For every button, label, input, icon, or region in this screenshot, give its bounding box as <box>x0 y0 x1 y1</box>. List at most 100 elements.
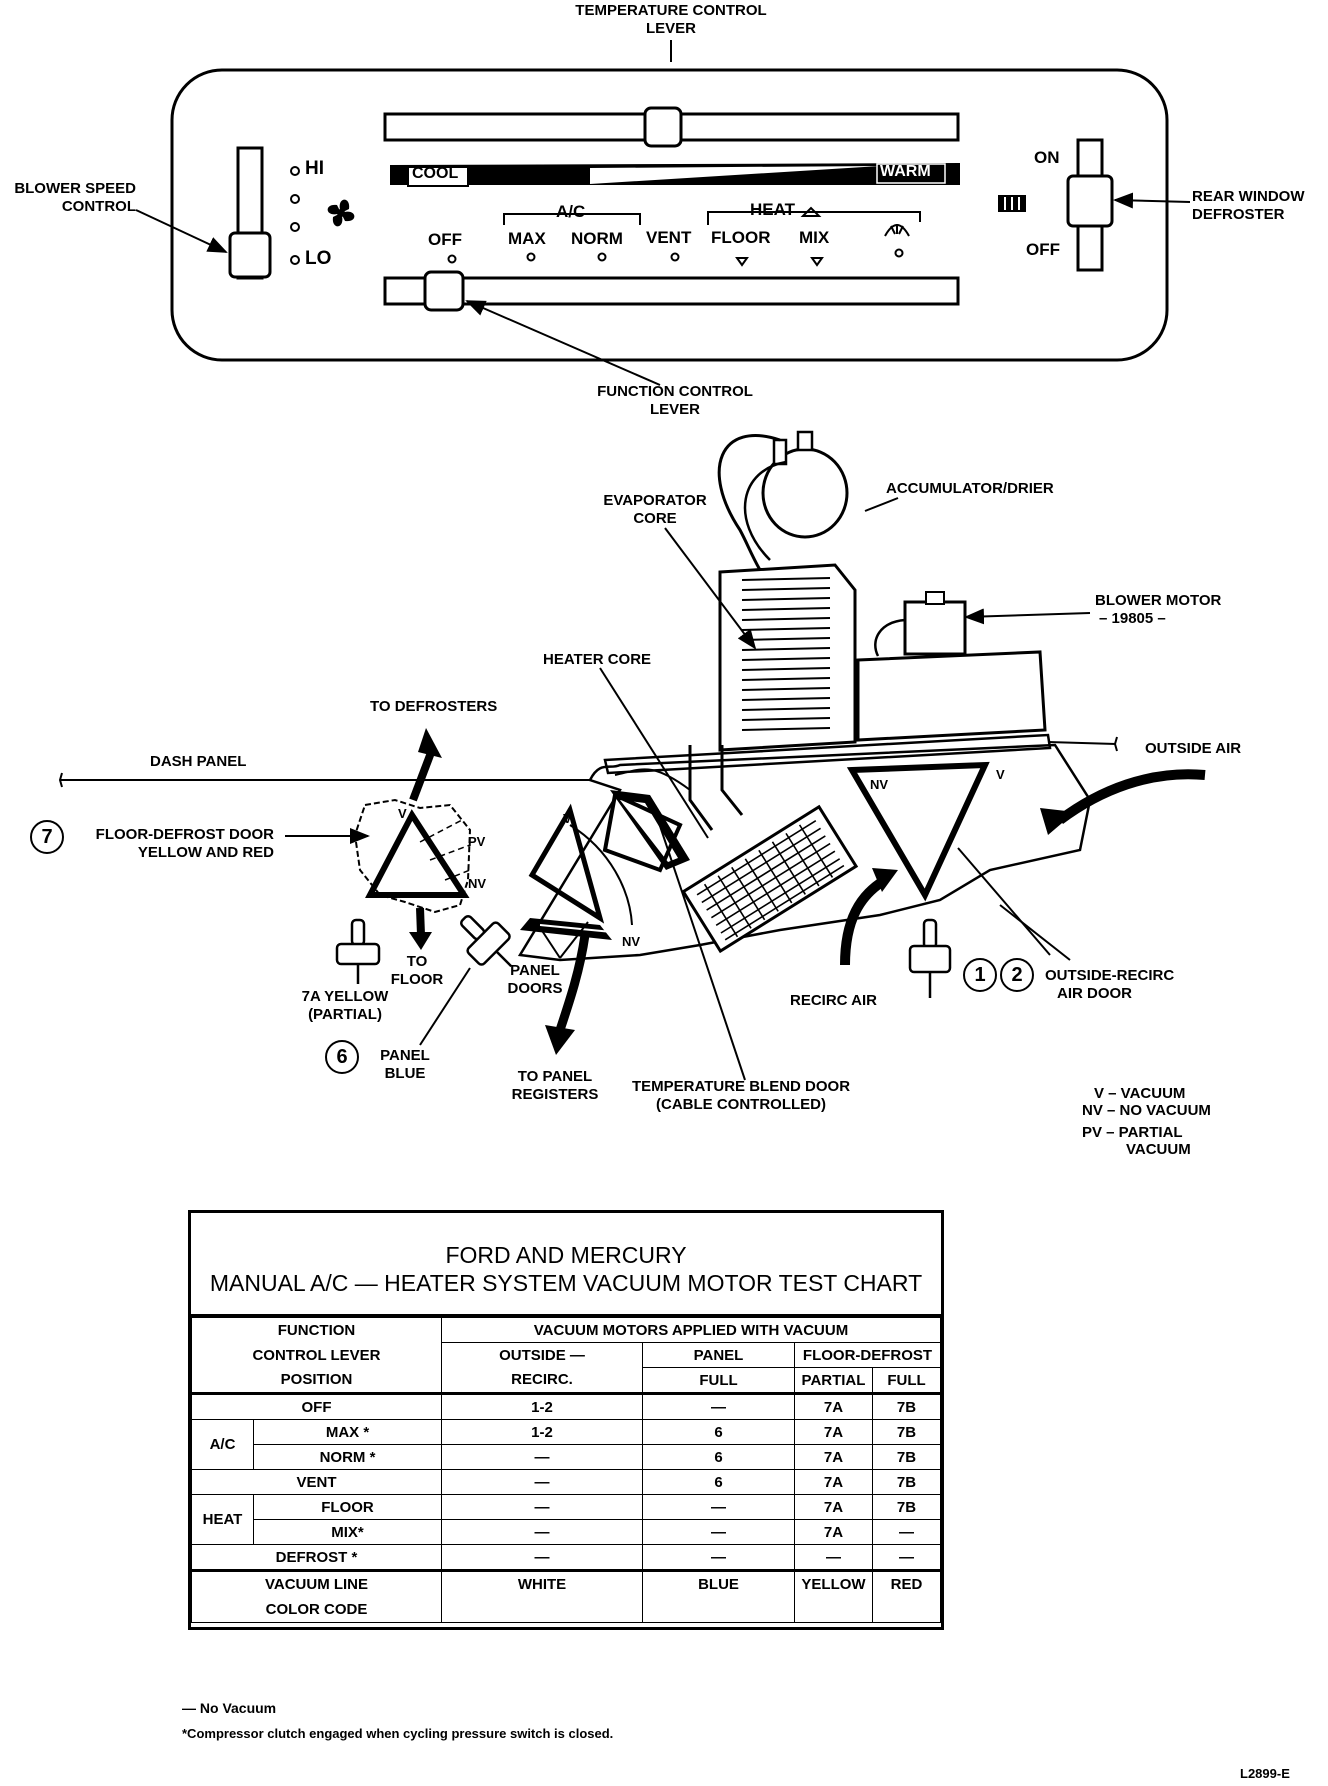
callout-temp-lever-line2: LEVER <box>645 20 696 37</box>
vacuum-motor-1-2 <box>908 918 952 998</box>
label-dash-panel: DASH PANEL <box>150 753 247 770</box>
label-evaporator-line2: CORE <box>633 510 677 527</box>
label-blower-motor: BLOWER MOTOR – 19805 – <box>1095 592 1221 628</box>
row-full: 7B <box>872 1419 941 1445</box>
label-panel-blue: PANEL BLUE <box>370 1047 440 1083</box>
vacuum-motor-test-chart: FORD AND MERCURY MANUAL A/C — HEATER SYS… <box>188 1210 944 1630</box>
outside-recirc-door <box>846 761 990 902</box>
color-code-label-line1: VACUUM LINE <box>264 1576 369 1593</box>
legend-pv-cont: VACUUM <box>1126 1141 1191 1158</box>
label-to-panel-registers-line1: TO PANEL <box>517 1068 593 1085</box>
defrost-icon <box>884 224 910 237</box>
label-floor-defrost-door-line2: YELLOW AND RED <box>137 844 274 861</box>
group-ac: A/C <box>191 1419 254 1470</box>
legend-pv: PV – PARTIAL <box>1082 1124 1183 1141</box>
label-blower-motor-line2: – 19805 – <box>1099 610 1166 627</box>
label-yellow-7a: 7A YELLOW (PARTIAL) <box>290 988 400 1024</box>
hdr-outside-1: OUTSIDE — <box>441 1342 643 1368</box>
row-full: — <box>872 1544 941 1571</box>
legend-v: V – VACUUM <box>1094 1085 1186 1102</box>
fan-icon <box>327 199 355 227</box>
color-code-label: VACUUM LINE COLOR CODE <box>191 1570 442 1623</box>
door-mark-v-outside: V <box>996 767 1005 782</box>
label-outside-recirc-door: OUTSIDE-RECIRC AIR DOOR <box>1045 967 1174 1003</box>
label-to-defrosters: TO DEFROSTERS <box>370 698 498 715</box>
table-row: OFF 1-2 — 7A 7B <box>191 1393 941 1420</box>
circle-1: 1 <box>963 958 997 992</box>
label-floor-defrost-door-line1: FLOOR-DEFROST DOOR <box>95 826 274 843</box>
vacuum-motor-7a <box>335 918 381 984</box>
callout-function-lever: FUNCTION CONTROL LEVER <box>570 383 780 419</box>
callout-rear-defrost-line2: DEFROSTER <box>1192 206 1285 223</box>
hdr-function-3: POSITION <box>191 1367 442 1394</box>
door-mark-pv: PV <box>468 834 486 849</box>
blower-housing <box>856 650 1047 742</box>
row-panel: 6 <box>642 1469 795 1495</box>
row-outside: — <box>441 1544 643 1571</box>
hdr-full: FULL <box>872 1367 941 1394</box>
blower-motor <box>903 600 967 656</box>
hdr-panel-1: PANEL <box>642 1342 795 1368</box>
row-full: — <box>872 1519 941 1545</box>
label-outside-recirc-door-line1: OUTSIDE-RECIRC <box>1045 967 1175 984</box>
row-pos: FLOOR <box>253 1494 442 1520</box>
door-mark-v-floor: V <box>398 806 407 821</box>
label-to-floor-line2: FLOOR <box>390 971 444 988</box>
row-partial: — <box>794 1544 873 1571</box>
circle-7: 7 <box>30 820 64 854</box>
label-panel-blue-line2: BLUE <box>384 1065 426 1082</box>
label-panel-doors-line1: PANEL <box>510 962 560 979</box>
label-to-panel-registers-line2: REGISTERS <box>511 1086 599 1103</box>
row-outside: — <box>441 1444 643 1470</box>
row-partial: 7A <box>794 1393 873 1420</box>
label-temp-blend-door: TEMPERATURE BLEND DOOR (CABLE CONTROLLED… <box>616 1078 866 1114</box>
row-outside: 1-2 <box>441 1419 643 1445</box>
blower-hi-label: HI <box>305 158 324 179</box>
row-outside: — <box>441 1494 643 1520</box>
vacuum-motor-6 <box>460 915 513 968</box>
callout-blower: BLOWER SPEED CONTROL <box>2 180 136 216</box>
row-panel: — <box>642 1519 795 1545</box>
label-evaporator-line1: EVAPORATOR <box>603 492 707 509</box>
circle-6: 6 <box>325 1040 359 1074</box>
temp-lever-knob <box>643 106 683 148</box>
row-partial: 7A <box>794 1419 873 1445</box>
row-outside: — <box>441 1519 643 1545</box>
position-max: MAX <box>508 229 546 248</box>
callout-function-lever-line1: FUNCTION CONTROL <box>597 383 753 400</box>
label-yellow-7a-line2: (PARTIAL) <box>308 1006 382 1023</box>
rear-off-label: OFF <box>1026 240 1060 259</box>
rear-on-label: ON <box>1034 148 1060 167</box>
row-partial: 7A <box>794 1469 873 1495</box>
label-to-floor: TO FLOOR <box>382 953 452 989</box>
hdr-panel-2: FULL <box>642 1367 795 1394</box>
label-to-panel-registers: TO PANEL REGISTERS <box>505 1068 605 1104</box>
callout-blower-line1: BLOWER SPEED <box>14 180 136 197</box>
row-full: 7B <box>872 1469 941 1495</box>
figure-id: L2899-E <box>1240 1766 1290 1781</box>
row-panel: — <box>642 1494 795 1520</box>
control-panel-bezel <box>170 68 1169 362</box>
rear-defrost-knob <box>1066 174 1114 228</box>
row-partial: 7A <box>794 1519 873 1545</box>
row-panel: — <box>642 1393 795 1420</box>
label-temp-blend-door-line1: TEMPERATURE BLEND DOOR <box>631 1078 851 1095</box>
color-panel: BLUE <box>642 1570 795 1623</box>
chart-title-line1: FORD AND MERCURY <box>445 1242 687 1268</box>
color-outside: WHITE <box>441 1570 643 1623</box>
label-temp-blend-door-line2: (CABLE CONTROLLED) <box>656 1096 826 1113</box>
callout-rear-defrost: REAR WINDOW DEFROSTER <box>1192 188 1326 224</box>
panel-door <box>528 803 605 924</box>
label-outside-recirc-door-line2: AIR DOOR <box>1057 985 1132 1002</box>
callout-temp-lever-line1: TEMPERATURE CONTROL <box>575 2 767 19</box>
label-heater-core: HEATER CORE <box>543 651 652 668</box>
table-row-color-code: VACUUM LINE COLOR CODE WHITE BLUE YELLOW… <box>191 1570 941 1623</box>
label-recirc-air: RECIRC AIR <box>790 992 877 1009</box>
position-norm: NORM <box>571 229 623 248</box>
row-pos: DEFROST * <box>191 1544 442 1571</box>
table-row: MIX* — — 7A — <box>192 1519 941 1545</box>
ac-group-label: A/C <box>556 202 586 221</box>
label-accumulator: ACCUMULATOR/DRIER <box>886 480 1054 497</box>
row-pos: VENT <box>191 1469 442 1495</box>
label-evaporator: EVAPORATOR CORE <box>580 492 730 528</box>
